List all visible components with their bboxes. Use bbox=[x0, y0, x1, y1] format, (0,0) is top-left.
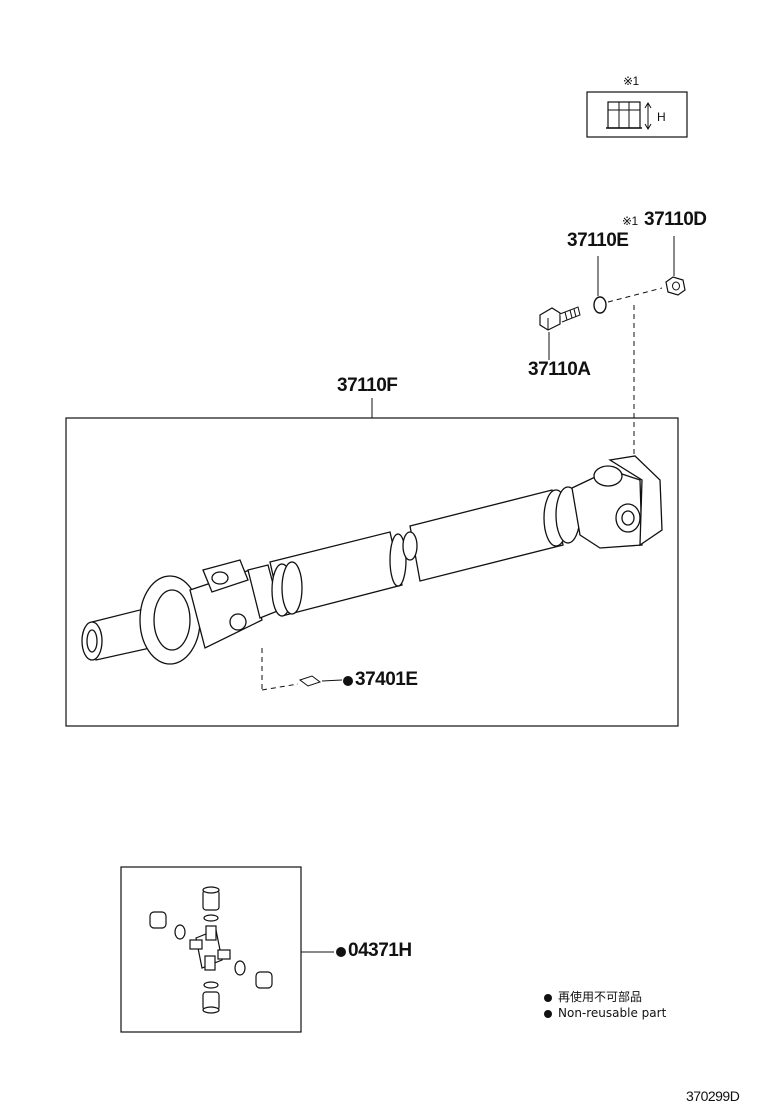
propeller-shaft-assembly bbox=[81, 455, 663, 665]
nut-37110D bbox=[665, 276, 686, 296]
part-label-37110F: 37110F bbox=[337, 375, 398, 396]
note-box-mark: ※1 bbox=[623, 74, 639, 88]
balance-weight-37401E bbox=[261, 648, 343, 691]
assembly-dash-lines bbox=[607, 287, 663, 460]
universal-joint-spider-kit bbox=[149, 886, 273, 1014]
flange-nut-icon bbox=[606, 101, 642, 129]
part-label-37110E: 37110E bbox=[567, 230, 629, 251]
figure-id: 370299D bbox=[686, 1088, 740, 1104]
legend-jp-text: 再使用不可部品 bbox=[558, 990, 643, 1004]
height-dimension-arrow bbox=[644, 102, 652, 130]
non-reusable-marker-04371H bbox=[336, 947, 346, 957]
legend-en-text: Non-reusable part bbox=[558, 1006, 667, 1020]
non-reusable-marker-37401E bbox=[343, 676, 353, 686]
propeller-shaft-frame bbox=[65, 417, 679, 727]
part-label-37401E: 37401E bbox=[355, 669, 418, 690]
lock-washer-37110E bbox=[593, 296, 607, 314]
label-leaders bbox=[371, 236, 675, 418]
part-label-37110D: 37110D bbox=[644, 209, 707, 230]
height-label: H bbox=[657, 110, 666, 124]
bolt-37110A bbox=[539, 306, 581, 331]
part-37110D-mark: ※1 bbox=[622, 214, 638, 228]
nut-height-note-box bbox=[586, 91, 688, 138]
part-label-04371H: 04371H bbox=[348, 940, 412, 961]
universal-joint-kit-frame bbox=[120, 866, 302, 1033]
legend-non-reusable-jp: 再使用不可部品 bbox=[544, 988, 642, 1005]
legend-dot-icon bbox=[544, 1009, 552, 1018]
legend-dot-icon bbox=[544, 993, 552, 1002]
legend-non-reusable-en: Non-reusable part bbox=[544, 1006, 666, 1020]
part-label-37110A: 37110A bbox=[528, 359, 591, 380]
